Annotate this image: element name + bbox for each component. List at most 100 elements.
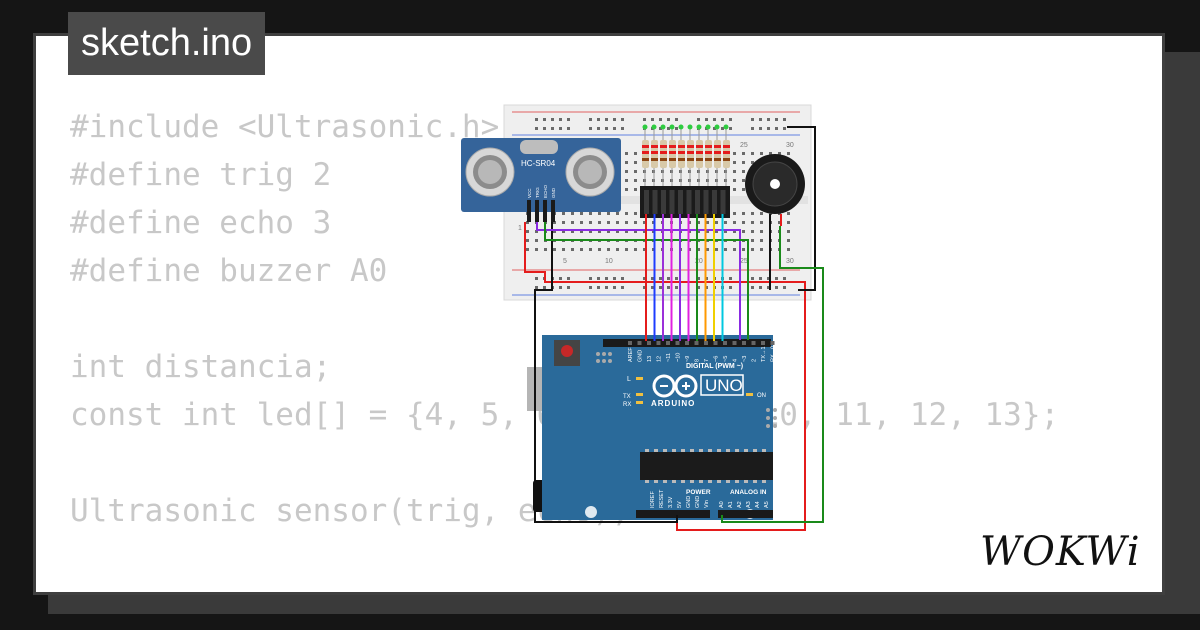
breadboard-hole [715,230,718,233]
breadboard-number-1: 1 [518,225,522,232]
breadboard-hole [751,286,754,289]
power-pin-label: Vin [704,500,710,508]
resistor-band [687,151,694,154]
breadboard-hole [543,118,546,121]
breadboard-hole [787,212,790,215]
breadboard-hole [621,286,624,289]
breadboard-hole [625,230,628,233]
breadboard-hole [605,127,608,130]
breadboard-hole [651,277,654,280]
resistor-connector [669,124,675,130]
header-pin [742,341,746,345]
chip-pin [744,480,748,483]
resistor-band [642,151,649,154]
breadboard-hole [751,248,754,251]
power-pin-label: IOREF [650,491,656,508]
breadboard-hole [721,118,724,121]
power-pin-label: 5V [677,501,683,508]
breadboard-hole [706,230,709,233]
breadboard-hole [526,230,529,233]
sensor-pin [535,200,539,222]
breadboard-hole [598,221,601,224]
resistor-band [696,151,703,154]
led-bar-graph[interactable] [640,186,730,218]
breadboard-hole [634,221,637,224]
wire-gnd-rail[interactable] [787,126,816,291]
header-pin [732,341,737,345]
resistor-band [705,151,712,154]
project-title[interactable]: sketch.ino [68,12,266,75]
breadboard-hole [625,170,628,173]
breadboard-hole [559,277,562,280]
breadboard-hole [729,286,732,289]
breadboard-hole [787,230,790,233]
breadboard-hole [616,221,619,224]
chip-pin [735,449,739,452]
breadboard-hole [742,152,745,155]
wire-echo[interactable] [536,222,741,340]
buzzer[interactable] [745,154,805,226]
led-l-label: L [627,376,631,383]
breadboard-number-25: 25 [740,142,748,149]
resistor-band [669,151,676,154]
breadboard-hole [729,118,732,121]
chip-pin [735,480,739,483]
led-segment [669,190,675,214]
arduino-logo [652,374,698,398]
wire-buzzer[interactable] [721,226,824,523]
resistor-band [714,145,721,148]
breadboard-hole [567,127,570,130]
chip-pin [663,449,667,452]
header-pin [666,341,670,345]
breadboard-number-30: 30 [786,142,794,149]
breadboard-hole [553,230,556,233]
breadboard-hole [634,230,637,233]
wires[interactable] [524,126,824,531]
breadboard-hole [675,286,678,289]
breadboard-hole [667,277,670,280]
led-tx-label: TX [623,394,631,400]
breadboard-hole [607,221,610,224]
breadboard-hole [787,239,790,242]
digital-pin-label: RX←0 [771,346,777,362]
chip-pin [717,449,721,452]
breadboard-hole [787,221,790,224]
header-pin [751,341,756,345]
led-segment [686,190,692,214]
breadboard-hole [759,127,762,130]
code-line: #define buzzer A0 [70,253,388,289]
resistor-connector [678,124,684,130]
breadboard-hole [775,127,778,130]
breadboard-hole [667,286,670,289]
digital-pin-label: TX→1 [761,346,767,362]
resistor-array[interactable] [642,124,730,189]
breadboard-hole [733,152,736,155]
chip-pin [654,449,658,452]
wire-5v[interactable] [524,222,806,531]
led-segment [661,190,666,214]
code-line: void setup() { [70,583,1059,592]
breadboard-hole [634,212,637,215]
breadboard-hole [651,118,654,121]
wokwi-logo[interactable]: WOKWi [978,527,1150,573]
breadboard-hole [571,221,574,224]
breadboard-hole [543,127,546,130]
breadboard-hole [571,248,574,251]
resistor-band [642,145,649,148]
breadboard-hole [751,212,754,215]
breadboard-hole [634,170,637,173]
breadboard-hole [625,188,628,191]
breadboard-hole [580,230,583,233]
analog-pin-label: A0 [719,501,725,508]
reset-button[interactable] [561,345,573,357]
wire-gnd[interactable] [534,222,678,523]
resistor-connector [687,124,693,130]
led-rx-label: RX [623,402,631,408]
breadboard-hole [535,118,538,121]
breadboard-hole [616,248,619,251]
breadboard-hole [625,221,628,224]
breadboard-hole [751,230,754,233]
